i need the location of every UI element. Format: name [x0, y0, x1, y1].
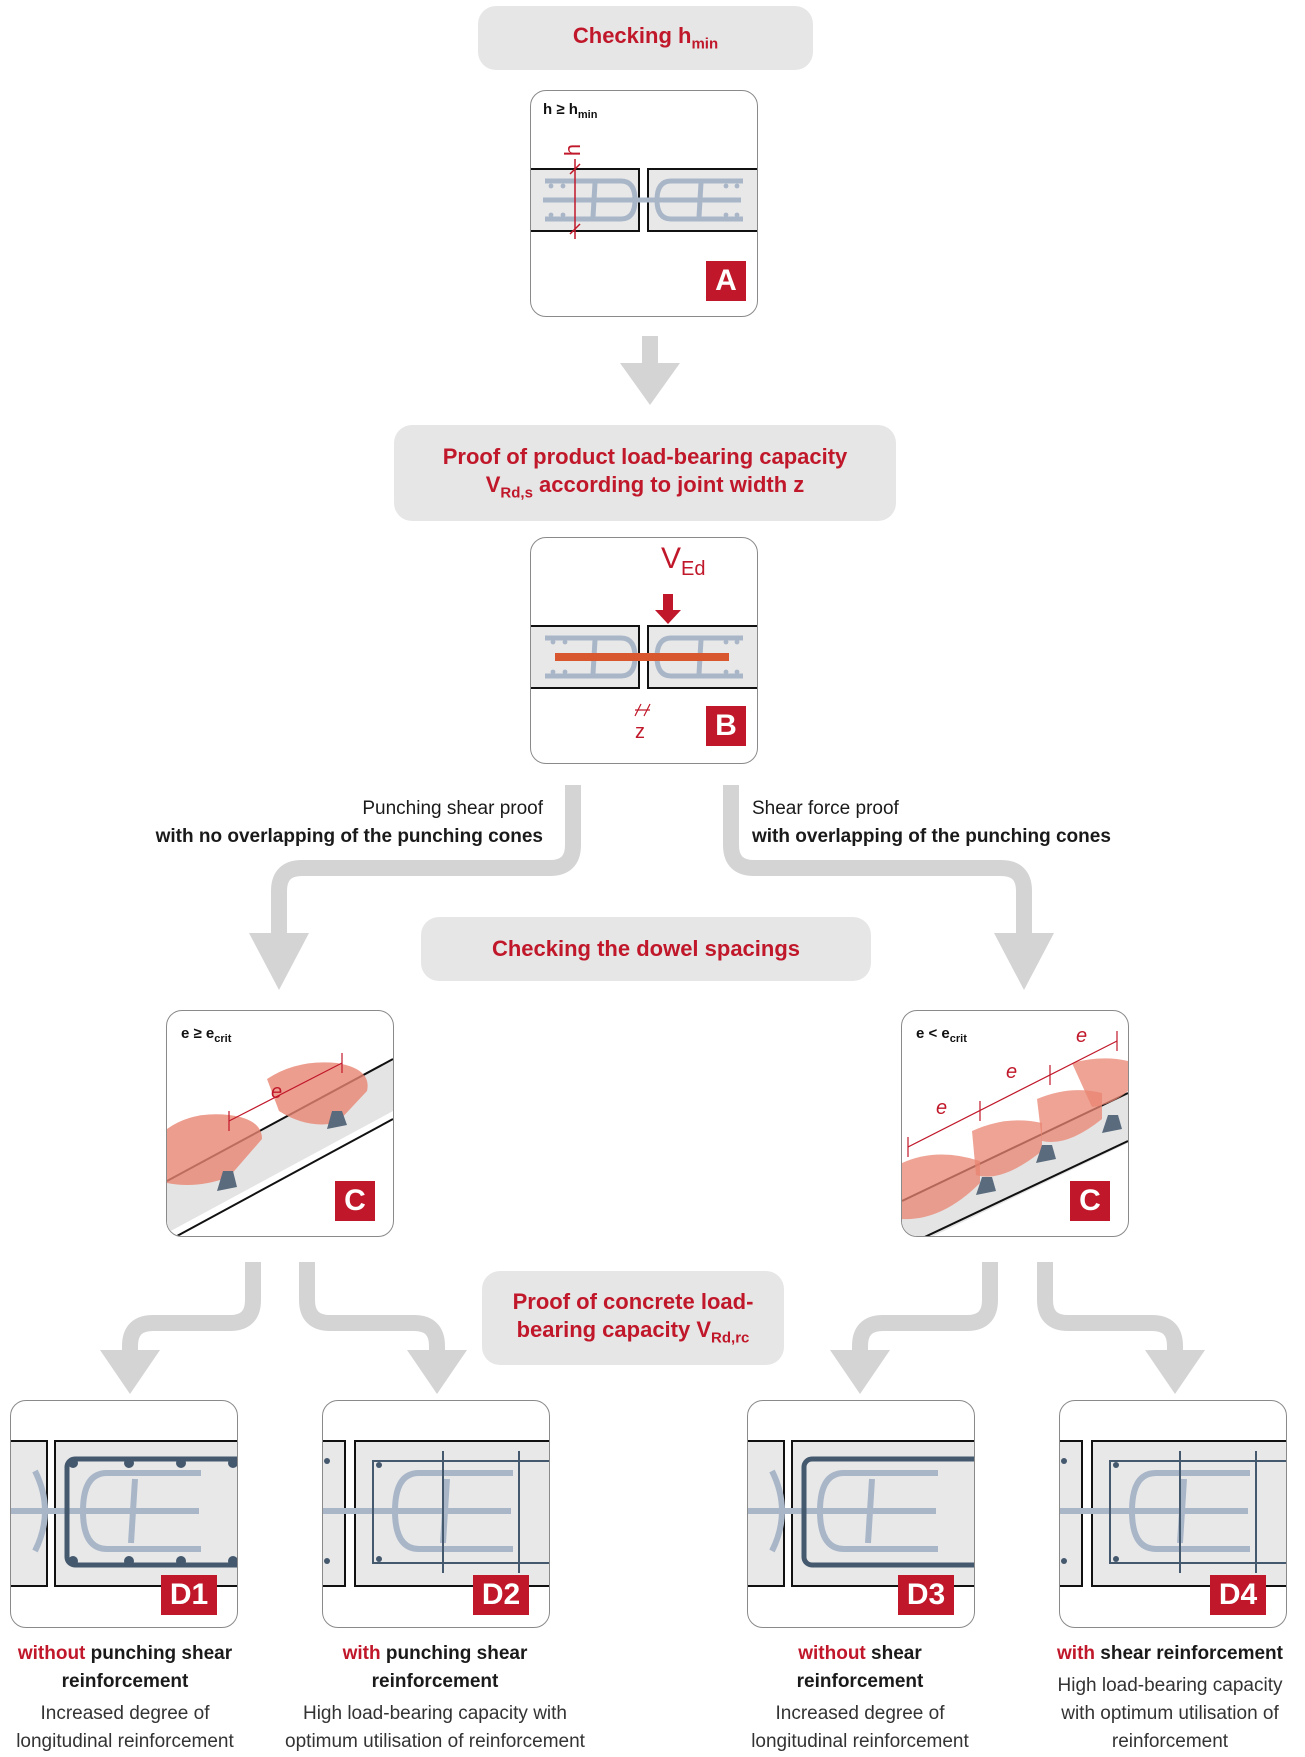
step-title-checking-hmin: Checking hmin [478, 6, 813, 70]
badge-b: B [706, 706, 746, 746]
card-c-no-overlap: e ≥ ecrit e C [166, 1010, 394, 1237]
badge-c-left: C [335, 1181, 375, 1221]
branch-label-left: Punching shear proof with no overlapping… [156, 795, 543, 851]
slab-joint-drawing [531, 159, 757, 239]
caption-d3: without shear reinforcement Increased de… [751, 1643, 969, 1752]
branch-label-right: Shear force proof with overlapping of th… [752, 795, 1111, 851]
card-d3: D3 [747, 1400, 975, 1628]
branch-right-line2: with overlapping of the punching cones [752, 826, 1111, 847]
card-a-label: h ≥ hmin [543, 101, 598, 121]
punching-cones-separate [167, 1053, 393, 1236]
branch-left-line1: Punching shear proof [362, 798, 543, 819]
d3-slab-section [748, 1440, 974, 1587]
arrow-b-left-branch [271, 785, 581, 935]
arrow-d2-head [407, 1350, 467, 1394]
branch-left-line2: with no overlapping of the punching cone… [155, 826, 543, 847]
caption-d1: without punching shear reinforcement Inc… [16, 1643, 234, 1752]
step-title-dowel-spacings: Checking the dowel spacings [421, 917, 871, 981]
caption-d4: with shear reinforcement High load-beari… [1057, 1643, 1283, 1752]
badge-d2: D2 [473, 1575, 529, 1615]
step-title-product-capacity: Proof of product load-bearing capacity V… [394, 425, 896, 521]
card-a-hmin: h ≥ hmin h A [530, 90, 758, 317]
arrow-cl-to-d1 [122, 1262, 261, 1352]
d2-slab-section [323, 1440, 549, 1587]
arrow-right-head [994, 933, 1054, 990]
card-c-right-label: e < ecrit [916, 1025, 967, 1045]
punching-cones-overlapping [902, 1031, 1128, 1236]
arrow-cr-to-d3 [852, 1262, 998, 1352]
caption-d2: with punching shear reinforcement High l… [285, 1643, 585, 1752]
card-b-product-capacity: VEd z B [530, 537, 758, 764]
card-c-left-label: e ≥ ecrit [181, 1025, 232, 1045]
arrow-d3-head [830, 1350, 890, 1394]
dimension-e-label-2: e [1006, 1061, 1018, 1083]
dimension-e-label-3: e [1076, 1025, 1088, 1047]
force-ved-label: VEd [661, 542, 706, 580]
dowel-joint-drawing [531, 594, 757, 717]
badge-d4: D4 [1210, 1575, 1266, 1615]
card-d4: D4 [1059, 1400, 1287, 1628]
arrow-cl-to-d2 [299, 1262, 445, 1352]
dimension-e-label: e [271, 1081, 283, 1103]
badge-d1: D1 [161, 1575, 217, 1615]
d1-slab-section [11, 1440, 237, 1587]
card-d1: D1 [10, 1400, 238, 1628]
arrow-d1-head [100, 1350, 160, 1394]
badge-a: A [706, 261, 746, 301]
dimension-e-label-1: e [936, 1097, 948, 1119]
card-c-overlap: e < ecrit e e e C [901, 1010, 1129, 1237]
d4-slab-section [1060, 1440, 1286, 1587]
branch-right-line1: Shear force proof [752, 798, 899, 819]
arrow-left-head [249, 933, 309, 990]
arrow-cr-to-d4 [1037, 1262, 1183, 1352]
dimension-z-label: z [635, 721, 645, 743]
dimension-h-label: h [560, 143, 586, 157]
badge-d3: D3 [898, 1575, 954, 1615]
arrow-b-right-branch [723, 785, 1032, 935]
arrow-d4-head [1145, 1350, 1205, 1394]
arrow-a-to-b-head [620, 363, 680, 405]
step-title-concrete-capacity: Proof of concrete load- bearing capacity… [482, 1271, 784, 1365]
badge-c-right: C [1070, 1181, 1110, 1221]
card-d2: D2 [322, 1400, 550, 1628]
